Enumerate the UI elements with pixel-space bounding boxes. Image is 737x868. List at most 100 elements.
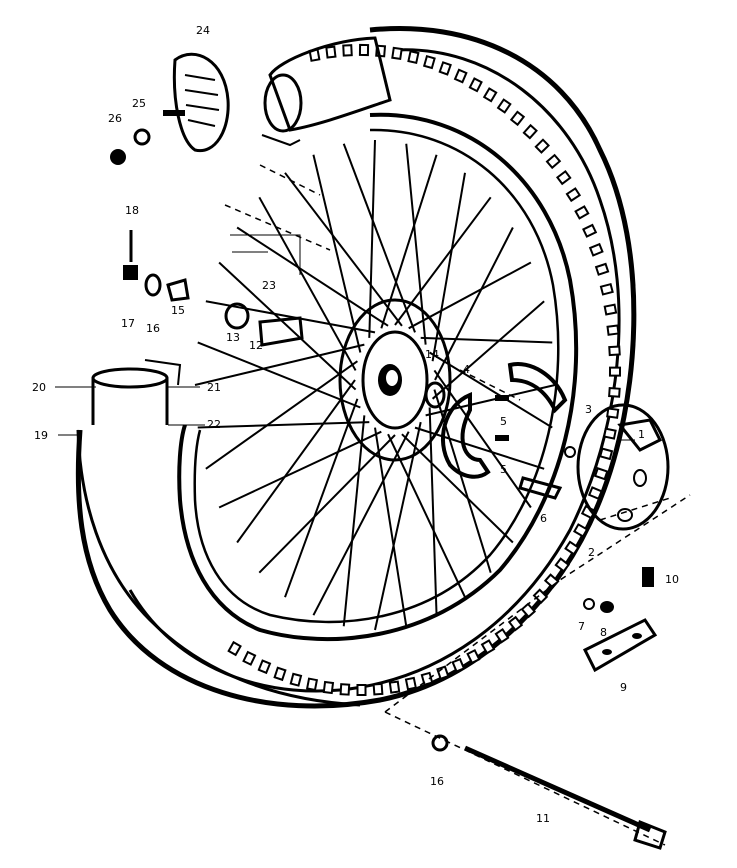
- tread-block: [289, 672, 303, 687]
- tread-block: [554, 557, 571, 573]
- tread-block: [507, 615, 524, 632]
- tread-block: [564, 540, 580, 556]
- tread-block: [496, 98, 512, 114]
- callout-24: 24: [196, 24, 210, 37]
- tire: [75, 26, 637, 709]
- tread-block: [608, 345, 621, 357]
- spoke: [342, 415, 366, 627]
- tread-block: [305, 677, 319, 692]
- spoke: [284, 398, 359, 598]
- tread-block: [594, 262, 610, 276]
- spoke: [374, 427, 408, 627]
- tread-block: [388, 680, 401, 694]
- callout-2: 2: [588, 546, 595, 559]
- tread-block: [342, 44, 353, 57]
- tread-block: [356, 683, 367, 697]
- hub: [338, 298, 452, 462]
- callout-13: 13: [226, 331, 240, 344]
- leader-lines: [55, 234, 635, 441]
- tread-block: [466, 649, 481, 665]
- tread-block: [606, 324, 620, 336]
- callout-1: 1: [638, 428, 645, 441]
- tread-block: [608, 366, 622, 377]
- axle: [431, 734, 667, 850]
- speedometer-gearbox: [110, 52, 230, 165]
- callout-19: 19: [34, 429, 48, 442]
- tread-block: [468, 77, 483, 93]
- tread-block: [565, 187, 582, 203]
- spoke: [194, 343, 365, 386]
- tread-block: [509, 110, 526, 127]
- spoke: [197, 341, 361, 409]
- callout-15: 15: [171, 304, 185, 317]
- tread-block: [257, 659, 272, 675]
- callout-17: 17: [121, 317, 135, 330]
- callout-5a: 5: [500, 415, 507, 428]
- tread-block: [358, 43, 370, 57]
- tread-block: [522, 123, 538, 140]
- tread-block: [453, 68, 468, 84]
- callout-7: 7: [578, 620, 585, 633]
- tread-block: [482, 87, 498, 103]
- brake-cam: [518, 476, 563, 500]
- inner-tube-top: [261, 36, 392, 147]
- spoke: [420, 336, 553, 344]
- tread-block: [480, 639, 496, 655]
- tread-block: [438, 61, 452, 76]
- tread-block: [532, 588, 549, 604]
- spoke: [205, 360, 358, 470]
- spoke: [284, 172, 403, 327]
- spoke: [408, 261, 532, 330]
- spoke: [368, 139, 376, 338]
- tread-block: [603, 303, 618, 316]
- tread-block: [339, 683, 351, 696]
- tread-block: [520, 602, 537, 619]
- tread-block: [606, 407, 620, 419]
- tread-block: [227, 640, 242, 657]
- tire-section-left: [76, 359, 361, 707]
- callout-9: 9: [620, 681, 627, 694]
- spoke: [205, 300, 376, 334]
- tread-block: [534, 138, 550, 154]
- tread-block: [422, 54, 436, 70]
- tread-block: [404, 676, 417, 691]
- callout-5b: 5: [500, 463, 507, 476]
- tread-block: [391, 46, 403, 61]
- tread-block: [436, 665, 450, 680]
- callout-3: 3: [585, 403, 592, 416]
- callout-23: 23: [262, 279, 276, 292]
- spoke: [387, 433, 466, 598]
- axle-clamp: [582, 567, 658, 673]
- tread-block: [325, 45, 337, 59]
- spoke: [236, 379, 356, 544]
- callout-14: 14: [425, 348, 439, 361]
- tread-block: [582, 223, 598, 238]
- callout-25: 25: [132, 97, 146, 110]
- spoke: [236, 226, 389, 327]
- spoke: [401, 433, 514, 544]
- spoke: [258, 196, 357, 371]
- spoke: [218, 430, 382, 509]
- tread-block: [587, 486, 603, 501]
- tread-block: [451, 657, 466, 673]
- spoke: [258, 434, 396, 574]
- callout-11: 11: [536, 812, 550, 825]
- tread-block: [322, 680, 335, 695]
- brake-panel: [564, 403, 670, 531]
- callout-18: 18: [125, 204, 139, 217]
- tread-block: [372, 682, 384, 696]
- tread-block: [407, 50, 420, 65]
- callout-21: 21: [207, 381, 221, 394]
- spoke: [312, 431, 410, 616]
- spokes: [194, 139, 556, 631]
- tread-block: [588, 242, 604, 257]
- tread-block: [574, 205, 590, 220]
- small-parts-left: [123, 230, 304, 347]
- callout-22: 22: [207, 418, 221, 431]
- spoke: [197, 421, 370, 429]
- callout-10: 10: [665, 573, 679, 586]
- brake-shoes: [440, 362, 568, 479]
- tread-block: [603, 427, 617, 440]
- tread-block: [598, 447, 614, 461]
